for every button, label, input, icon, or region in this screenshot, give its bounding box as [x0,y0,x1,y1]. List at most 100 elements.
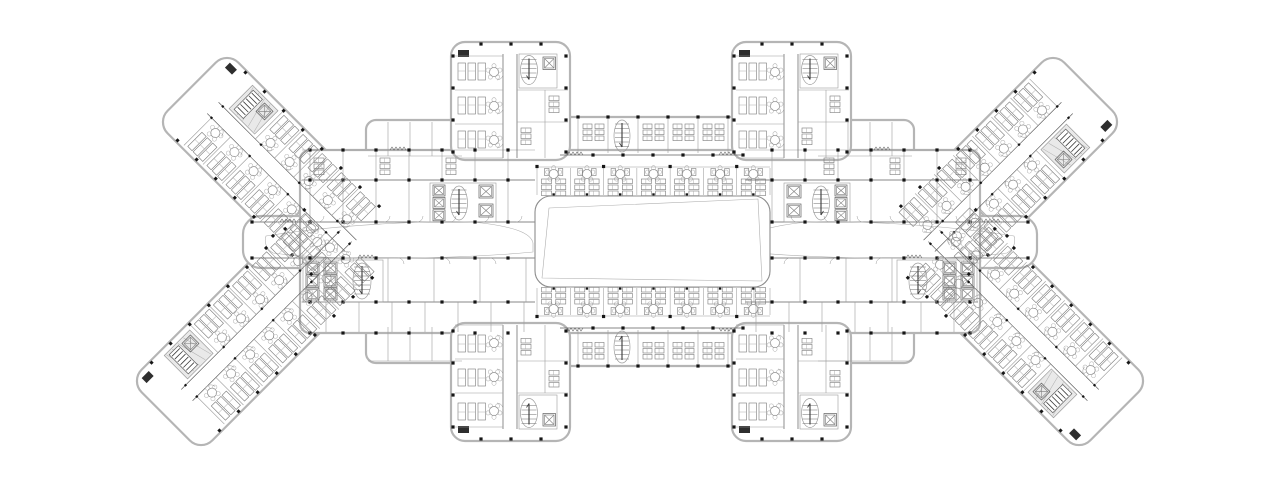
elevator-icon [834,197,848,209]
room-module [190,308,231,353]
bed-icon [654,342,665,360]
room-module [736,123,785,149]
stub-bottom-left [449,321,572,443]
room-module [917,174,962,214]
elevator-icon [478,203,494,218]
bay-module [636,287,666,318]
room-module [209,289,250,334]
bed-icon [642,123,653,141]
elevator-icon [255,102,274,121]
elevator-icon [942,287,957,301]
stub-bottom-right-interior [732,324,849,441]
bay-module [668,164,700,196]
bay-module [535,164,567,196]
stub-top-left-interior [451,42,568,159]
table-icon [1025,304,1042,321]
room-module [253,327,299,368]
bay-module [535,287,567,319]
bed-icon [823,157,835,175]
bed-icon [445,157,457,175]
room-module [312,168,357,209]
room-module [455,89,504,115]
bed-icon [955,157,967,175]
elevator-icon [542,56,556,70]
room-module [266,232,307,277]
room-module [292,289,337,329]
room-module [330,251,375,291]
room-module [936,155,982,195]
bed-icon [641,178,652,196]
room-module [272,308,318,348]
table-icon [976,159,993,176]
stair-core [1027,368,1078,419]
table-icon [970,294,987,311]
elevator-icon [786,203,802,218]
bay-module [703,165,733,196]
stair-icon [520,55,538,85]
stair-core [1040,123,1091,174]
dark-fixture [224,62,237,75]
table-icon [233,310,250,327]
bed-icon [574,287,586,305]
elevator-icon [823,413,837,427]
bed-icon [594,123,605,141]
room-module [455,402,504,428]
room-module [968,226,1008,271]
room-module [911,256,956,297]
room-module [898,193,943,233]
stair-icon [812,185,830,221]
room-module [1063,322,1104,367]
stub-bottom-left-interior [451,324,568,441]
table-icon [485,63,503,80]
table-icon [485,131,503,148]
table-icon [1082,361,1100,378]
bed-icon [541,287,552,305]
bed-icon [801,338,813,356]
table-icon [299,289,316,306]
room-module [202,136,243,181]
bed-icon [672,342,683,360]
stub-top-left [449,40,572,162]
dark-fixture [739,426,750,433]
bed-icon [702,342,713,360]
bay-module [601,164,633,196]
courtyard-outline [534,195,771,288]
table-icon [766,403,784,420]
stair-icon [613,119,631,153]
room-module [1004,169,1045,214]
table-icon [225,144,243,161]
room-module [736,402,785,428]
bed-icon [582,342,593,360]
room-module [196,384,241,425]
table-icon [252,291,269,308]
stair-icon [1043,383,1073,414]
bed-icon [548,95,560,113]
table-icon [337,251,355,268]
stub-bottom-right [730,321,853,443]
table-icon [318,270,336,287]
bed-icon [829,95,841,113]
elevator-icon [834,209,848,222]
table-icon [281,154,298,171]
table-icon [1063,342,1081,359]
table-icon [968,246,985,264]
table-icon [1004,176,1021,193]
bed-icon [829,370,841,388]
table-icon [989,313,1006,330]
table-icon [766,63,784,80]
stair-icon [520,398,538,428]
room-module [455,123,504,149]
room-module [1013,78,1058,119]
bed-icon [755,287,766,305]
dark-fixture [1069,428,1082,441]
wing-lower-left-interior [141,207,375,433]
stair-core [228,84,279,135]
elevator-icon [305,287,320,301]
wing-upper-right-interior [898,70,1113,277]
table-icon [918,216,936,233]
walkway-outline [264,221,534,259]
slab-left-interior [250,122,543,362]
table-icon [242,346,259,363]
